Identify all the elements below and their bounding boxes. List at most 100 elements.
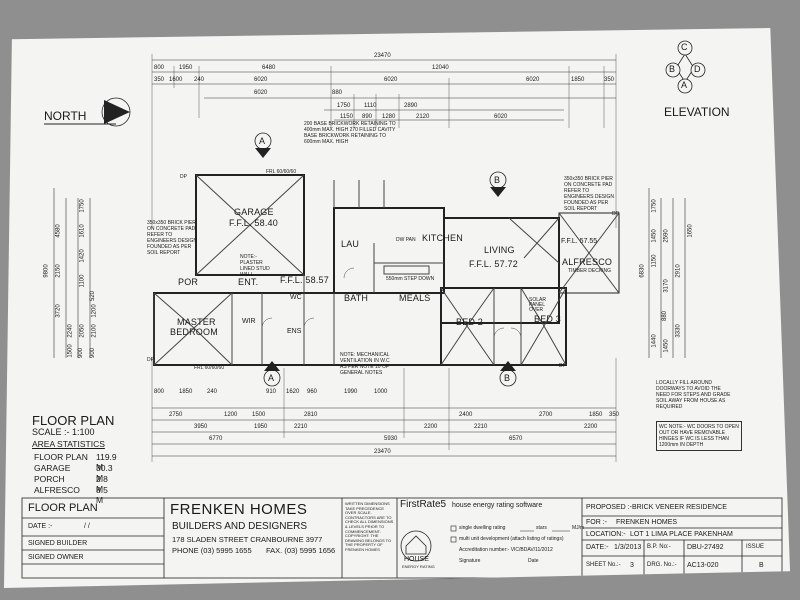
dim-top: 2120 (416, 114, 430, 120)
dim-bottom: 2700 (539, 412, 553, 418)
issue-value: B (759, 562, 764, 569)
dim-left: 900 (90, 347, 97, 359)
room-bed-2: BED 2 (456, 317, 484, 327)
date2-label: DATE:- (586, 544, 609, 551)
dim-right: 1450 (651, 229, 658, 243)
single-dwelling-option: single dwelling rating (459, 525, 506, 531)
dim-left: 1750 (79, 199, 86, 213)
room-living: LIVING (484, 245, 515, 255)
area-value: 8.5 M (96, 485, 108, 505)
dim-bottom: 1850 (179, 389, 193, 395)
dim-bottom: 2750 (169, 412, 183, 418)
location-label: LOCATION:- (586, 531, 626, 538)
firstrate-logo: FirstRate5 (400, 499, 447, 510)
elevation-compass-icon (665, 40, 706, 94)
proposed-label: PROPOSED :- (586, 504, 632, 511)
company-address: 178 SLADEN STREET CRANBOURNE 3977 (172, 535, 323, 544)
signed-owner: SIGNED OWNER (28, 554, 84, 561)
dim-right: 3170 (663, 279, 670, 293)
compass-b: B (669, 64, 676, 74)
dim-left: 1500 (67, 344, 74, 358)
dim-bottom: 800 (154, 389, 165, 395)
retaining-note: 200 BASE BRICKWORK RETAINING TO 400mm MA… (304, 121, 396, 145)
for-label: FOR :- (586, 519, 607, 526)
dim-right: 1450 (663, 339, 670, 353)
dim-left: 2240 (67, 324, 74, 338)
room-entry: ENT. (238, 277, 259, 287)
room-ensuite: ENS (287, 328, 302, 335)
proposed-value: BRICK VENEER RESIDENCE (632, 504, 727, 511)
area-row-floor-plan: FLOOR PLAN 119.9 M (34, 452, 117, 472)
dim-top: 1110 (364, 103, 377, 109)
sheet-label: SHEET No.:- (586, 562, 621, 568)
titleblock-date-value: / / (84, 523, 90, 530)
date2-value: 1/3/2013 (614, 544, 642, 551)
room-master-bedroom: BEDROOM (170, 327, 218, 337)
compass-a: A (681, 80, 688, 90)
area-row-alfresco: ALFRESCO 8.5 M (34, 485, 108, 505)
firstrate-subtitle: house energy rating software (452, 502, 543, 509)
room-entry-ffl: F.F.L. 58.57 (280, 275, 329, 285)
company-name: FRENKEN HOMES (170, 501, 308, 518)
dim-top: 350 (604, 77, 615, 83)
dim-left: 4580 (55, 224, 62, 238)
dim-bottom: 1500 (252, 412, 266, 418)
dim-bottom: 1850 (589, 412, 603, 418)
room-bath: BATH (344, 293, 369, 303)
signature-label: Signature (459, 558, 481, 564)
compass-c: C (681, 42, 688, 52)
downpipe-label: DP (559, 363, 566, 369)
step-down-note: 550mm STEP DOWN (386, 276, 435, 282)
dim-top: 6020 (494, 114, 508, 120)
section-marker-b-top-label: B (494, 175, 501, 185)
dim-bottom: 2200 (424, 424, 438, 430)
north-arrow-icon (44, 97, 131, 127)
room-master: MASTER (177, 317, 216, 327)
dim-left: 1200 (91, 304, 98, 318)
room-meals: MEALS (399, 293, 431, 303)
dim-bottom: 350 (609, 412, 620, 418)
dim-right: 1440 (651, 334, 658, 348)
dim-right: 3330 (675, 324, 682, 338)
dim-left: 1420 (79, 249, 86, 263)
floor-plan-title: FLOOR PLAN (32, 413, 115, 428)
dim-top: 880 (332, 90, 343, 96)
section-marker-a-top-label: A (259, 136, 266, 146)
titleblock-floor-plan: FLOOR PLAN (28, 502, 98, 514)
dim-bottom: 2810 (304, 412, 318, 418)
disclaimer-text: WRITTEN DIMENSIONS TAKE PRECEDENCE OVER … (345, 501, 394, 552)
area-statistics-heading: AREA STATISTICS (32, 439, 105, 449)
dim-top: 1750 (337, 103, 351, 109)
dim-top: 6020 (526, 77, 540, 83)
dim-right: 6830 (639, 264, 646, 278)
downpipe-label: DP (612, 211, 619, 217)
floor-plan-drawing (21, 40, 783, 579)
scale-label: SCALE :- 1:100 (32, 427, 95, 437)
room-garage: GARAGE (234, 207, 274, 217)
dim-left: 1100 (79, 274, 86, 288)
dim-bottom: 2210 (474, 424, 488, 430)
dim-left: 1610 (79, 224, 86, 238)
dim-bottom: 2400 (459, 412, 473, 418)
dim-right: 1150 (651, 254, 658, 268)
dim-bottom: 2210 (294, 424, 308, 430)
titleblock-date-label: DATE :- (28, 523, 53, 530)
energy-rating-text: ENERGY RATING (402, 564, 435, 569)
mech-vent-note: NOTE: MECHANICAL VENTILATION IN W.C AS P… (340, 352, 390, 376)
dim-left: 900 (78, 347, 85, 359)
drawing-sheet: NORTH ELEVATION C B D A 23470 800 1950 6… (4, 28, 791, 588)
dim-bottom: 1990 (344, 389, 358, 395)
area-label: ALFRESCO (34, 485, 80, 495)
date-label: Date (528, 558, 539, 564)
accreditation-number: Accreditation number:- VIC/BDAV/11/2012 (459, 547, 553, 553)
dim-left: 520 (90, 290, 97, 302)
frl-note-bottom: FRL 60/60/60 (194, 365, 225, 371)
dim-top: 800 (154, 65, 165, 71)
north-label: NORTH (44, 109, 87, 123)
dim-bottom: 3950 (194, 424, 208, 430)
for-value: FRENKEN HOMES (616, 519, 678, 526)
solar-panel-note: SOLAR PANEL OVER (529, 297, 546, 313)
dim-bottom: 1000 (374, 389, 388, 395)
pier-note-left: 350x350 BRICK PIER ON CONCRETE PAD REFER… (147, 220, 198, 256)
dw-pan: DW PAN (396, 237, 416, 243)
